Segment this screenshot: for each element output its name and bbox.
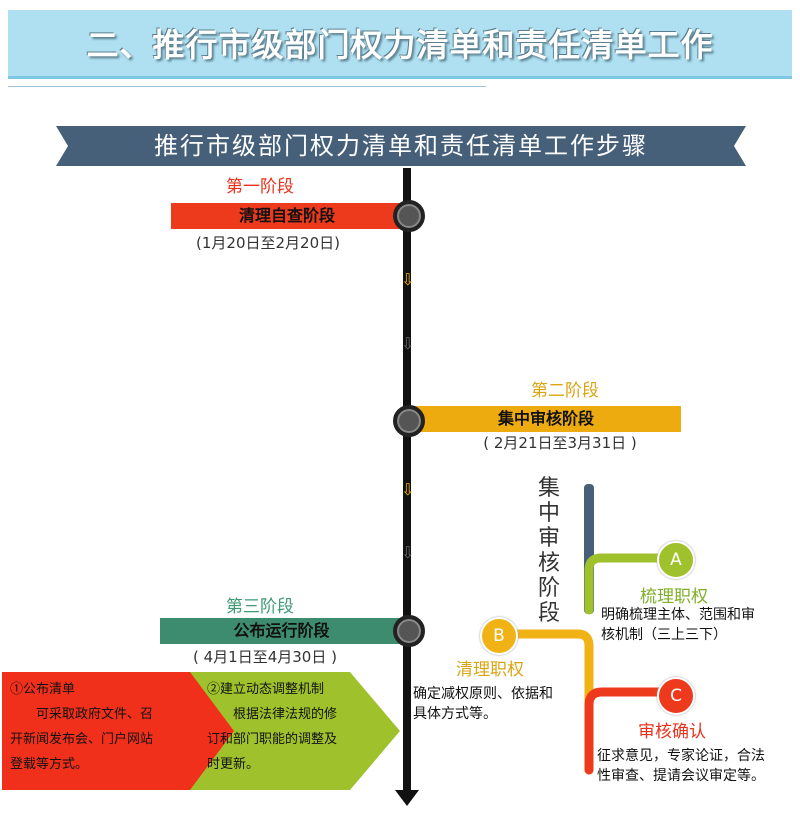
stage-1-date: (1月20日至2月20日): [196, 234, 340, 252]
review-b-desc: 确定减权原则、依据和 具体方式等。: [413, 686, 553, 722]
down-arrow-icon: ⇩: [401, 543, 415, 562]
stage-1-node: [393, 200, 425, 232]
branch-c-line: [584, 687, 673, 775]
ribbon-shape: [56, 126, 746, 166]
review-branch-lines: [495, 484, 673, 775]
publish-list-block: [2, 672, 234, 790]
review-b-circle: B: [480, 617, 518, 655]
review-vertical-title: 集 中 审 核 阶 段: [537, 476, 560, 626]
branch-a-line: [584, 553, 670, 615]
stage-3-bar: 公布运行阶段: [160, 618, 403, 644]
header-banner: 二、推行市级部门权力清单和责任清单工作: [8, 10, 792, 79]
down-arrow-icon: ⇩: [401, 480, 415, 499]
stage-1-label: 第一阶段: [226, 177, 294, 197]
steps-title: 推行市级部门权力清单和责任清单工作步骤: [154, 132, 648, 160]
stage-1-bar: 清理自查阶段: [171, 203, 403, 229]
page-title: 二、推行市级部门权力清单和责任清单工作: [86, 26, 714, 64]
stage-2-label: 第二阶段: [531, 381, 599, 401]
stage-3-node: [393, 615, 425, 647]
stage-3-label: 第三阶段: [226, 597, 294, 617]
dynamic-adjust-arrow: [190, 672, 400, 790]
publish-list-text: ①公布清单 可采取政府文件、召 开新闻发布会、门户网站 登载等方式。: [10, 682, 154, 772]
stage-2-bar: 集中审核阶段: [411, 406, 681, 432]
header-divider: [8, 86, 486, 87]
dynamic-adjust-text: ②建立动态调整机制 根据法律法规的修 订和部门职能的调整及 时更新。: [207, 682, 338, 772]
down-arrow-icon: ⇩: [401, 334, 415, 353]
stage-2-date: ( 2月21日至3月31日 ): [483, 434, 637, 452]
timeline-axis: [403, 168, 411, 793]
review-a-desc: 明确梳理主体、范围和审 核机制（三上三下）: [601, 607, 755, 643]
review-a-circle: A: [657, 541, 695, 579]
down-arrow-icon: ⇩: [401, 270, 415, 289]
axis-arrow-icon: [395, 790, 419, 806]
review-a-title: 梳理职权: [640, 587, 708, 607]
steps-ribbon: [56, 126, 746, 166]
review-c-circle: C: [657, 677, 695, 715]
branch-b-line: [495, 629, 594, 775]
review-b-title: 清理职权: [456, 660, 524, 680]
green-arrow-shape: [190, 672, 400, 790]
review-c-desc: 征求意见，专家论证，合法 性审查、提请会议审定等。: [597, 748, 765, 784]
stage-3-date: ( 4月1日至4月30日 ): [193, 648, 337, 666]
review-c-title: 审核确认: [638, 722, 706, 742]
stage-2-node: [393, 405, 425, 437]
